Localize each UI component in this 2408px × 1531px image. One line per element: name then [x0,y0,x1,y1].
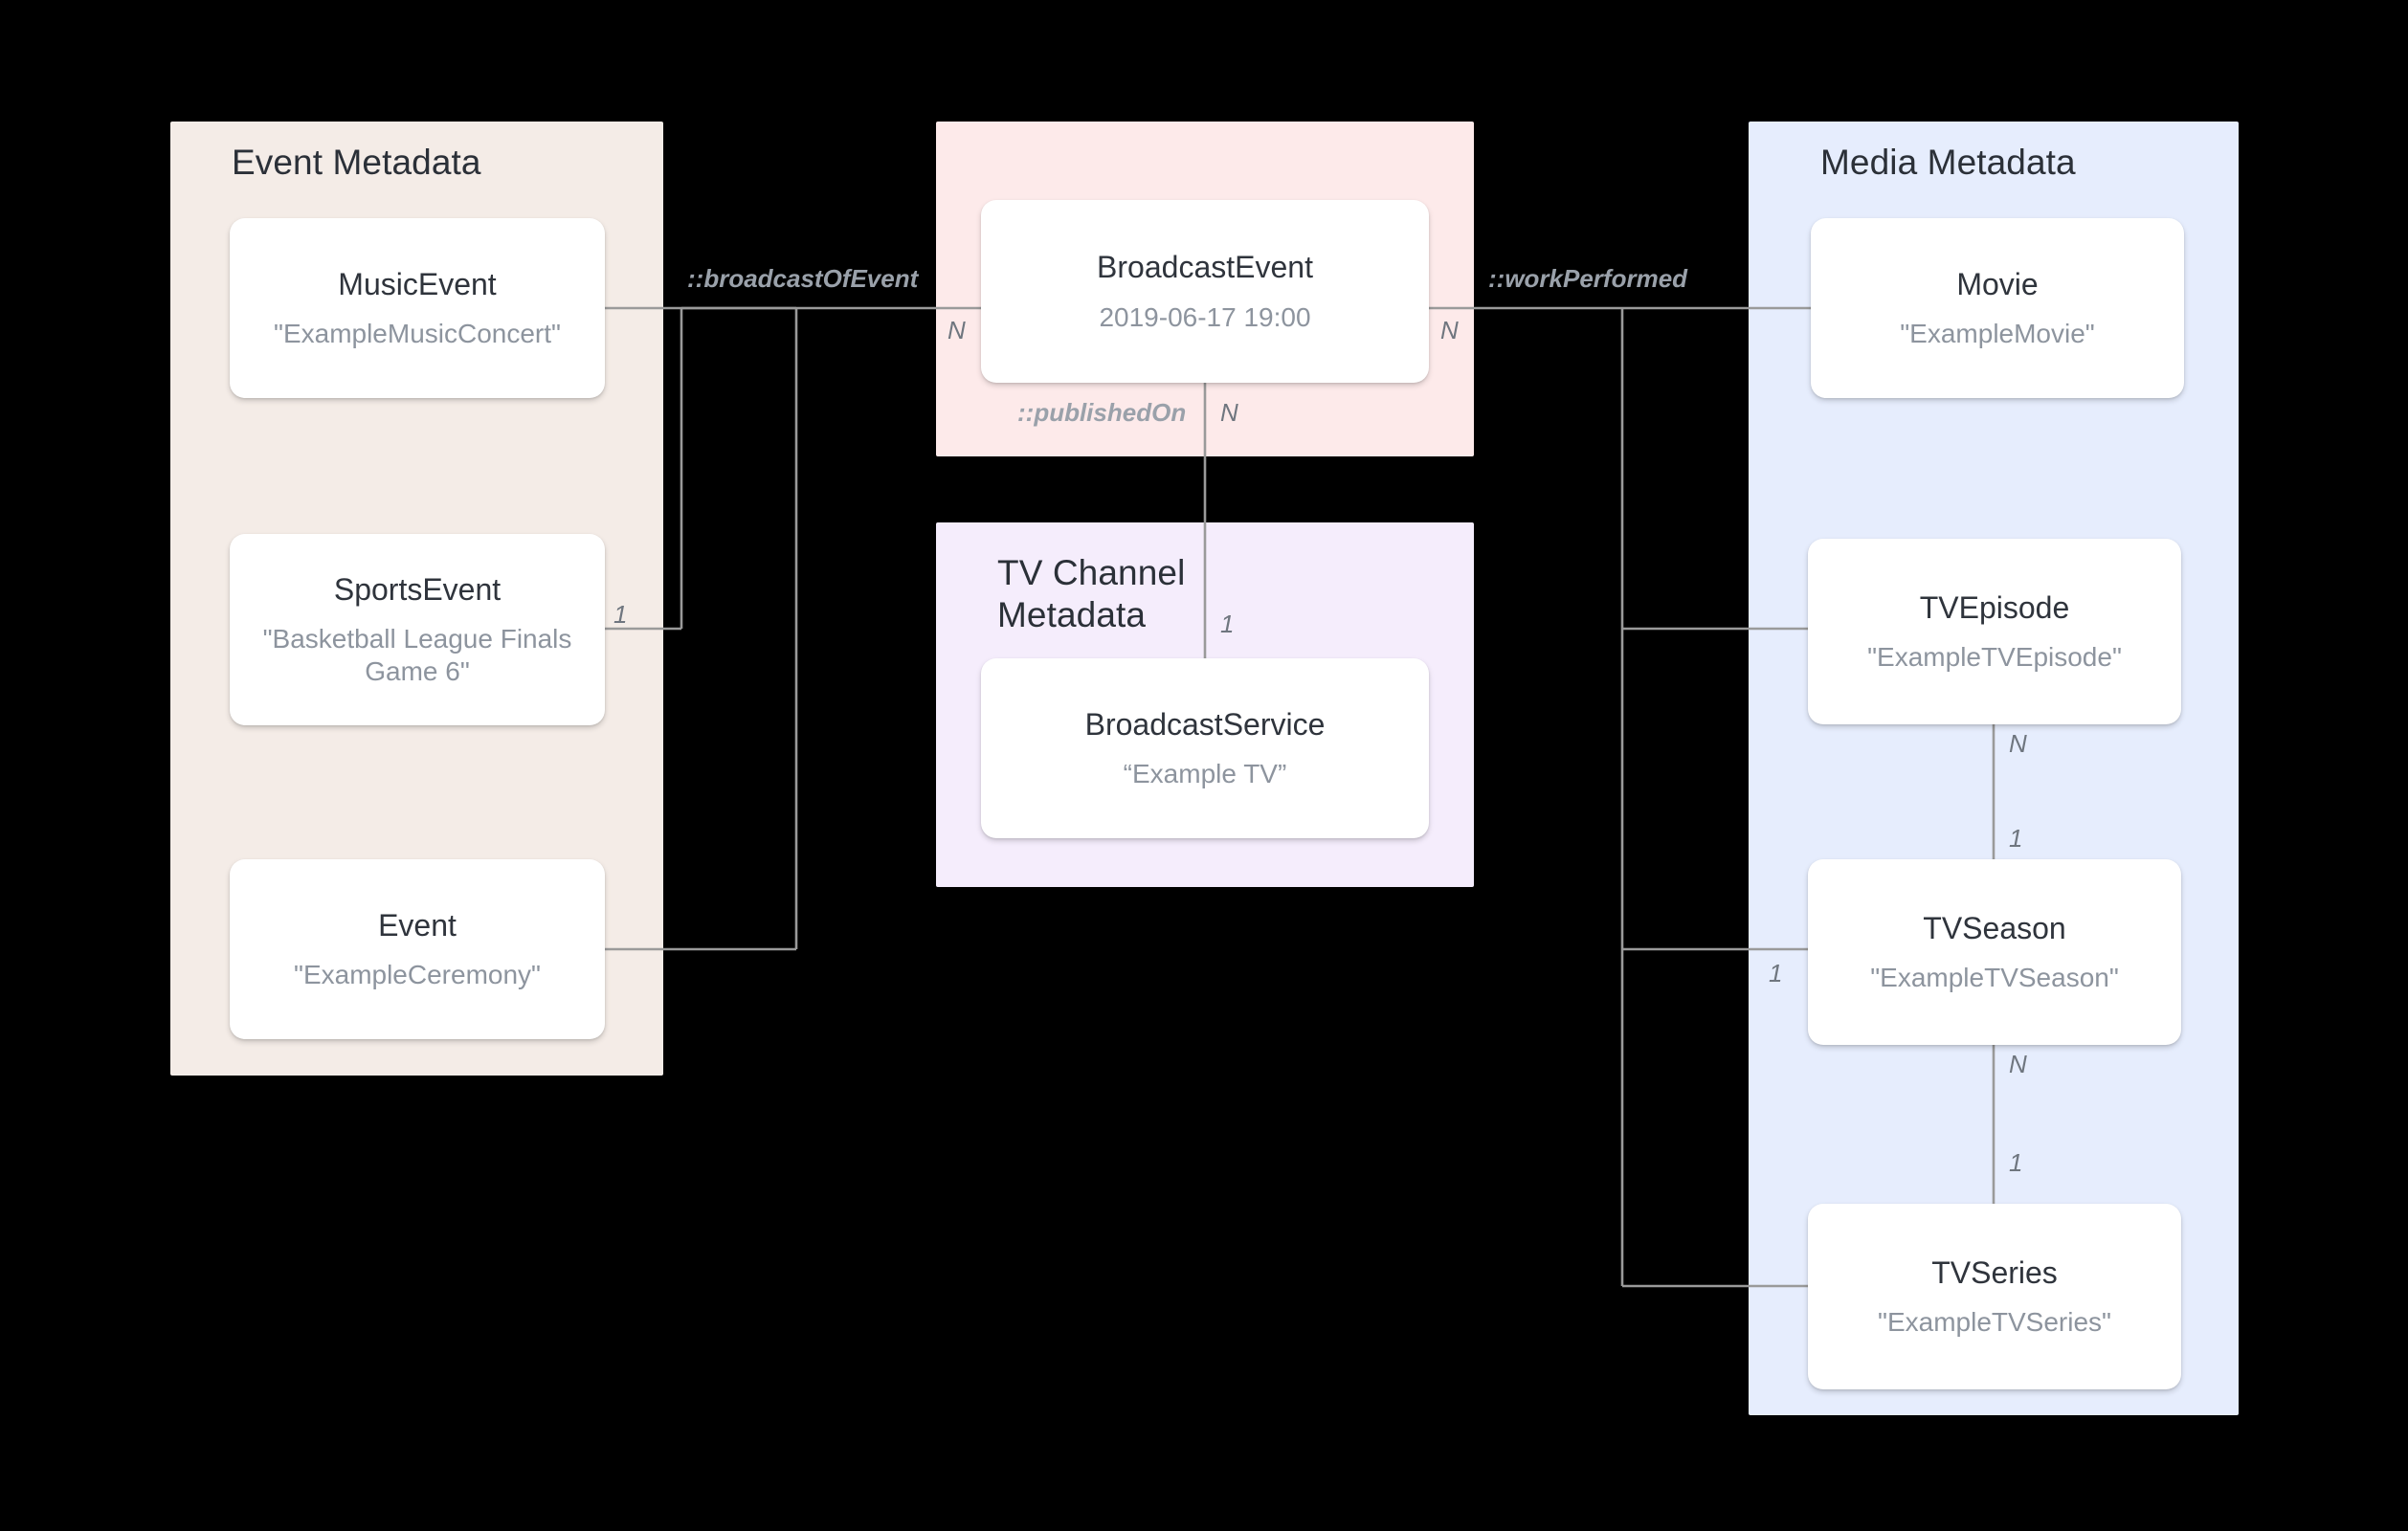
node-broadcast-event-type: BroadcastEvent [1097,250,1313,285]
cardinality-broadcast-left-n: N [948,316,966,344]
node-sports-event-type: SportsEvent [333,571,502,607]
node-music-event-value: "ExampleMusicConcert" [274,319,561,349]
group-title-media-metadata: Media Metadata [1820,143,2076,182]
node-movie[interactable]: Movie "ExampleMovie" [1811,218,2184,398]
node-broadcast-service-value: “Example TV” [1123,759,1287,789]
node-tv-episode-type: TVEpisode [1919,589,2070,625]
cardinality-season-top-one: 1 [2009,824,2023,853]
node-broadcast-event[interactable]: BroadcastEvent 2019-06-17 19:00 [981,200,1429,383]
cardinality-broadcast-right-n: N [1440,316,1459,344]
node-tv-season-type: TVSeason [1923,910,2066,945]
node-broadcast-service-type: BroadcastService [1084,706,1326,742]
node-tv-series[interactable]: TVSeries "ExampleTVSeries" [1808,1204,2181,1389]
node-tv-season-value: "ExampleTVSeason" [1870,963,2119,993]
cardinality-service-top-one: 1 [1220,610,1235,638]
cardinality-sports-left-one: 1 [613,600,628,629]
group-title-event-metadata: Event Metadata [232,143,481,182]
edge-label-work-performed: ::workPerformed [1488,264,1688,293]
node-tv-episode-value: "ExampleTVEpisode" [1867,642,2122,673]
cardinality-season-left-one: 1 [1769,959,1783,987]
cardinality-broadcast-bottom-n: N [1220,398,1238,427]
cardinality-season-bottom-n: N [2009,1050,2027,1078]
group-title-tv-channel: TV Channel Metadata [997,553,1186,634]
node-event-value: "ExampleCeremony" [294,960,541,990]
cardinality-episode-bottom-n: N [2009,729,2027,758]
node-movie-value: "ExampleMovie" [1900,319,2095,349]
node-broadcast-event-value: 2019-06-17 19:00 [1099,301,1311,332]
node-movie-type: Movie [1956,266,2039,301]
node-tv-series-type: TVSeries [1931,1254,2058,1290]
edge-label-published-on: ::publishedOn [1017,398,1187,427]
node-event-type: Event [378,907,457,943]
edge-label-broadcast-of-event: ::broadcastOfEvent [687,264,919,293]
node-sports-event[interactable]: SportsEvent "Basketball League Finals Ga… [230,534,605,725]
cardinality-series-top-one: 1 [2009,1148,2023,1177]
node-music-event-type: MusicEvent [338,266,497,301]
node-sports-event-value: "Basketball League Finals Game 6" [262,624,572,687]
node-tv-series-value: "ExampleTVSeries" [1878,1307,2111,1338]
node-broadcast-service[interactable]: BroadcastService “Example TV” [981,658,1429,838]
node-event[interactable]: Event "ExampleCeremony" [230,859,605,1039]
node-tv-season[interactable]: TVSeason "ExampleTVSeason" [1808,859,2181,1045]
node-music-event[interactable]: MusicEvent "ExampleMusicConcert" [230,218,605,398]
node-tv-episode[interactable]: TVEpisode "ExampleTVEpisode" [1808,539,2181,724]
